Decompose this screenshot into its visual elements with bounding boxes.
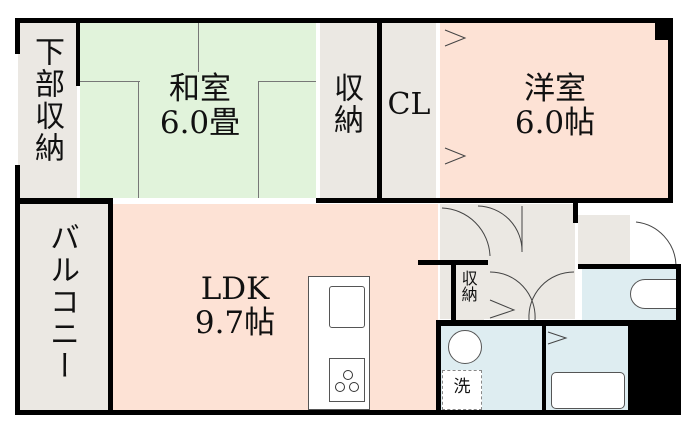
label-ldk: LDK 9.7帖 [180,272,290,340]
room-storage-2 [456,264,484,320]
ldk-name: LDK [200,271,270,307]
yoshitsu-size: 6.0帖 [514,105,596,142]
label-lower-storage: 下部収納 [29,36,64,164]
sink [329,286,365,328]
washitsu-name: 和室 [169,71,231,107]
label-balcony: バルコニー [44,222,79,382]
room-yoshitsu [440,22,668,198]
room-shoe-closet [578,215,630,265]
room-closet [382,22,436,198]
wash-basin [448,330,482,364]
label-washer: 洗 [453,377,471,397]
label-storage-2: 収納 [458,270,478,302]
washitsu-size: 6.0畳 [159,105,241,142]
washer-space [442,370,482,410]
room-balcony [20,204,109,410]
ldk-size: 9.7帖 [194,305,276,342]
bathtub [551,372,625,409]
yoshitsu-name: 洋室 [524,71,586,107]
room-lower-storage [18,22,77,200]
stove [329,358,365,402]
pipe-shaft [655,18,673,40]
utility-shaft [628,320,681,415]
room-storage-1 [320,22,377,198]
label-washitsu: 和室 6.0畳 [145,72,255,140]
label-yoshitsu: 洋室 6.0帖 [500,72,610,140]
room-ldk [113,204,438,410]
label-storage-1: 収納 [328,72,363,136]
label-closet: CL [387,87,431,122]
toilet-bowl [630,279,678,309]
